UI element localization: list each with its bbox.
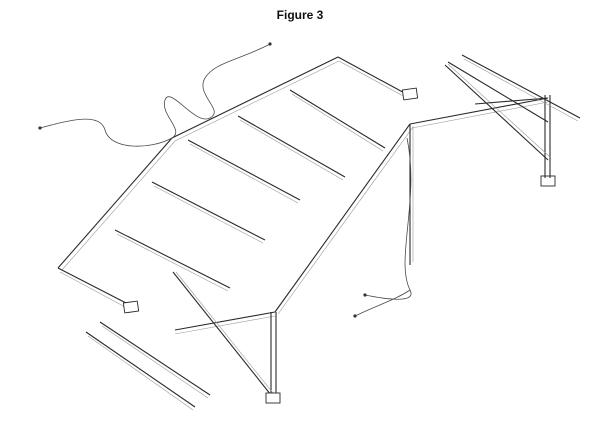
foot-plates — [122, 87, 556, 404]
main-frame — [57, 56, 549, 396]
loose-poles-right — [447, 54, 581, 123]
rear-post-assembly — [409, 63, 551, 265]
figure-title: Figure 3 — [276, 8, 324, 22]
spreader-bars — [114, 89, 386, 292]
loose-poles-left — [85, 321, 211, 411]
shock-cords — [38, 42, 412, 318]
